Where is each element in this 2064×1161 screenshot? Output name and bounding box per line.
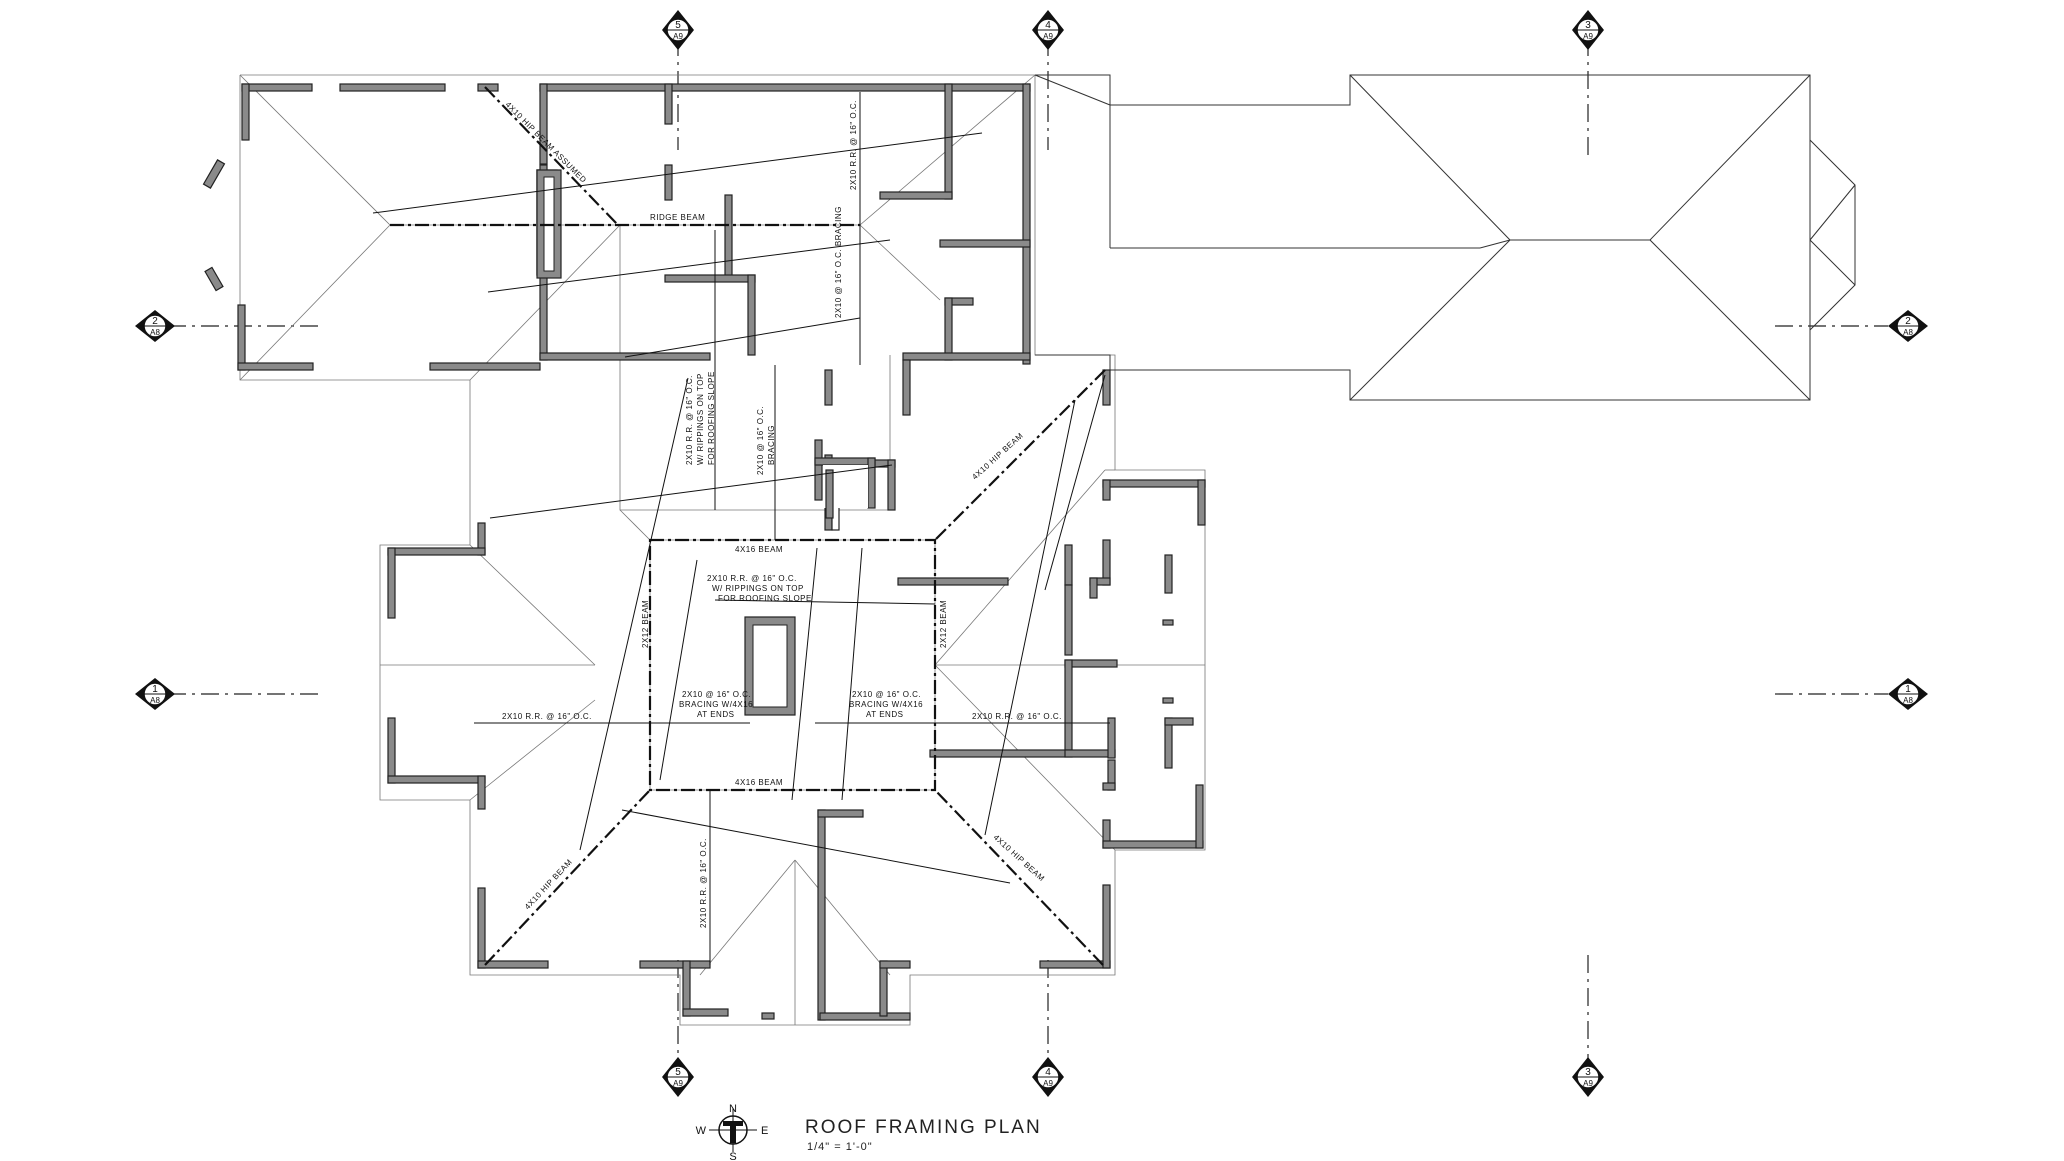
section-marker-num: 1 (152, 684, 158, 695)
annotation-brace-right-line3: AT ENDS (866, 710, 903, 719)
annotation-beam-4x16-top: 4X16 BEAM (735, 545, 783, 554)
north-arrow-compass: N E S W (696, 1103, 769, 1161)
annotation-rr-rippings-line1: 2X10 R.R. @ 16" O.C. (685, 375, 694, 465)
annotation-brace-left-line2: BRACING W/4X16 (679, 700, 753, 709)
section-marker-4-bottom: 4 A9 (1032, 1057, 1064, 1097)
annotation-rr-rippings-line2: W/ RIPPINGS ON TOP (696, 373, 705, 465)
annotation-rr-rippings-line3: FOR ROOFING SLOPE (707, 371, 716, 465)
annotation-beam-2x12-left: 2X12 BEAM (641, 600, 650, 648)
section-marker-sheet: A8 (1903, 328, 1913, 337)
section-marker-4-top: 4 A9 (1032, 10, 1064, 50)
drawing-scale: 1/4" = 1'-0" (807, 1141, 873, 1153)
section-marker-sheet: A9 (1043, 1079, 1053, 1088)
section-marker-2-right: 2 A8 (1888, 310, 1928, 342)
section-marker-sheet: A9 (1583, 1079, 1593, 1088)
annotation-beam-4x16-bottom: 4X16 BEAM (735, 778, 783, 787)
section-marker-sheet: A9 (673, 32, 683, 41)
annotation-ridge-beam: RIDGE BEAM (650, 213, 705, 222)
annotation-center-line2: W/ RIPPINGS ON TOP (712, 584, 804, 593)
annotation-center-line1: 2X10 R.R. @ 16" O.C. (707, 574, 797, 583)
section-marker-num: 4 (1045, 20, 1051, 31)
section-marker-num: 3 (1585, 1067, 1591, 1078)
section-marker-num: 5 (675, 20, 681, 31)
annotation-rr-left: 2X10 R.R. @ 16" O.C. (502, 712, 592, 721)
compass-w: W (696, 1125, 707, 1137)
annotation-rr-16-top: 2X10 R.R. @ 16" O.C. (849, 100, 858, 190)
compass-n: N (729, 1103, 737, 1115)
annotation-center-line3: FOR ROOFING SLOPE (718, 594, 812, 603)
section-marker-sheet: A9 (1583, 32, 1593, 41)
east-roof-outline (1034, 74, 1856, 401)
section-marker-num: 2 (152, 316, 158, 327)
annotation-hip-beam-se: 4X10 HIP BEAM (992, 833, 1047, 884)
annotation-bracing-mid-line1: 2X10 @ 16" O.C. (756, 406, 765, 475)
compass-e: E (761, 1125, 768, 1137)
annotation-hip-beam-ne: 4X10 HIP BEAM (970, 431, 1025, 482)
annotation-bracing-mid-line2: BRACING (767, 425, 776, 465)
section-marker-sheet: A8 (150, 328, 160, 337)
annotation-beam-2x12-right: 2X12 BEAM (939, 600, 948, 648)
section-marker-sheet: A8 (150, 696, 160, 705)
drawing-title: ROOF FRAMING PLAN (805, 1117, 1042, 1138)
compass-s: S (729, 1151, 736, 1161)
section-marker-5-bottom: 5 A9 (662, 1057, 694, 1097)
section-marker-3-top: 3 A9 (1572, 10, 1604, 50)
section-marker-sheet: A9 (673, 1079, 683, 1088)
annotation-brace-left-line1: 2X10 @ 16" O.C. (682, 690, 751, 699)
section-marker-num: 4 (1045, 1067, 1051, 1078)
section-marker-num: 2 (1905, 316, 1911, 327)
section-marker-5-top: 5 A9 (662, 10, 694, 50)
leader-lines (372, 92, 1110, 965)
section-marker-1-right: 1 A8 (1888, 678, 1928, 710)
section-marker-3-bottom: 3 A9 (1572, 1057, 1604, 1097)
roof-outlines (239, 74, 1206, 1026)
section-marker-1-left: 1 A8 (135, 678, 175, 710)
annotation-rr-right: 2X10 R.R. @ 16" O.C. (972, 712, 1062, 721)
section-marker-num: 5 (675, 1067, 681, 1078)
section-marker-num: 3 (1585, 20, 1591, 31)
annotation-hip-beam-sw: 4X10 HIP BEAM (523, 857, 574, 911)
annotation-rr-bottom: 2X10 R.R. @ 16" O.C. (699, 838, 708, 928)
section-marker-sheet: A8 (1903, 696, 1913, 705)
annotation-brace-right-line1: 2X10 @ 16" O.C. (852, 690, 921, 699)
beams (390, 86, 1106, 966)
annotation-bracing-top: 2X10 @ 16" O.C. BRACING (834, 206, 843, 318)
annotation-brace-right-line2: BRACING W/4X16 (849, 700, 923, 709)
section-markers: 5 A9 4 A9 3 A9 5 A9 (135, 10, 1928, 1097)
section-marker-sheet: A9 (1043, 32, 1053, 41)
section-marker-num: 1 (1905, 684, 1911, 695)
section-marker-2-left: 2 A8 (135, 310, 175, 342)
annotation-brace-left-line3: AT ENDS (697, 710, 734, 719)
